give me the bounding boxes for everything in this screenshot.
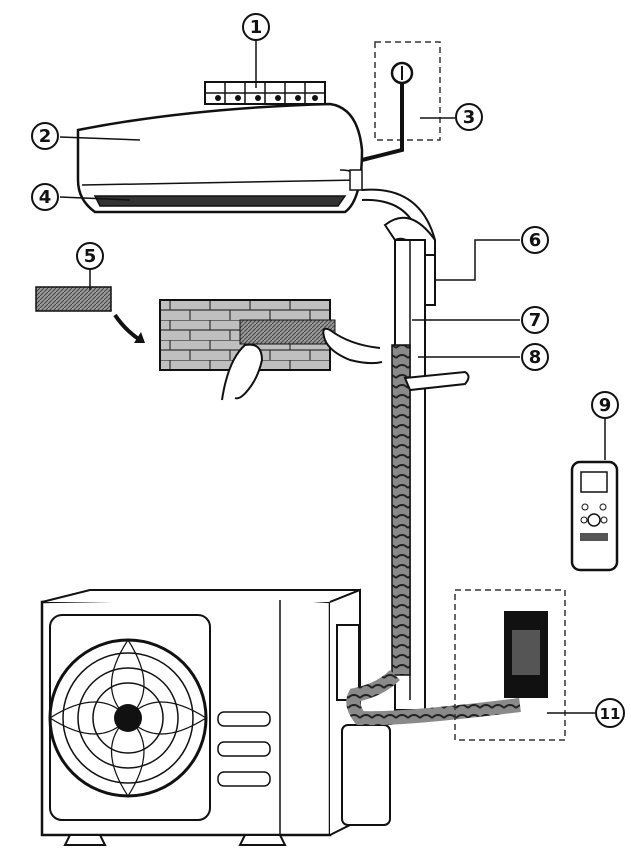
svg-text:4: 4: [39, 187, 52, 208]
callout-11: 11: [595, 698, 625, 728]
svg-text:2: 2: [39, 126, 52, 147]
svg-text:1: 1: [250, 17, 263, 38]
callout-5: 5: [76, 242, 104, 270]
outdoor-unit: [40, 588, 391, 846]
svg-text:9: 9: [599, 395, 612, 416]
hand-left: [221, 343, 264, 401]
connecting-pipe: [346, 669, 521, 726]
svg-text:8: 8: [529, 347, 542, 368]
wired-controller-box: [454, 589, 566, 741]
svg-text:6: 6: [529, 230, 542, 251]
mounting-plate: [204, 81, 326, 105]
callout-1: 1: [242, 13, 270, 41]
wall-sleeve: [424, 254, 436, 306]
callout-leaders: [59, 40, 606, 714]
callout-6: 6: [521, 226, 549, 254]
svg-text:7: 7: [529, 310, 542, 331]
callout-8: 8: [521, 343, 549, 371]
air-filter: [35, 286, 112, 312]
hand-right: [322, 327, 383, 365]
air-filter-section: [35, 286, 383, 401]
callout-2: 2: [31, 122, 59, 150]
callouts: 1 2 3 4 5 6 7 8 9 11: [31, 13, 625, 728]
svg-text:3: 3: [463, 107, 476, 128]
air-outlet-louver: [93, 195, 347, 207]
power-plug-box: [361, 41, 441, 162]
refrigerant-pipe-bundle: [361, 188, 470, 711]
callout-7: 7: [521, 306, 549, 334]
pipe-clamp: [403, 370, 470, 392]
svg-text:5: 5: [84, 246, 97, 267]
indoor-unit: [76, 102, 364, 214]
drain-hose: [391, 344, 411, 676]
callout-9: 9: [591, 391, 619, 419]
arrow-icon: [113, 313, 142, 342]
valve-cover: [341, 724, 391, 826]
callout-4: 4: [31, 183, 59, 211]
remote-control: [570, 460, 619, 572]
callout-3: 3: [455, 103, 483, 131]
svg-text:11: 11: [600, 705, 621, 723]
